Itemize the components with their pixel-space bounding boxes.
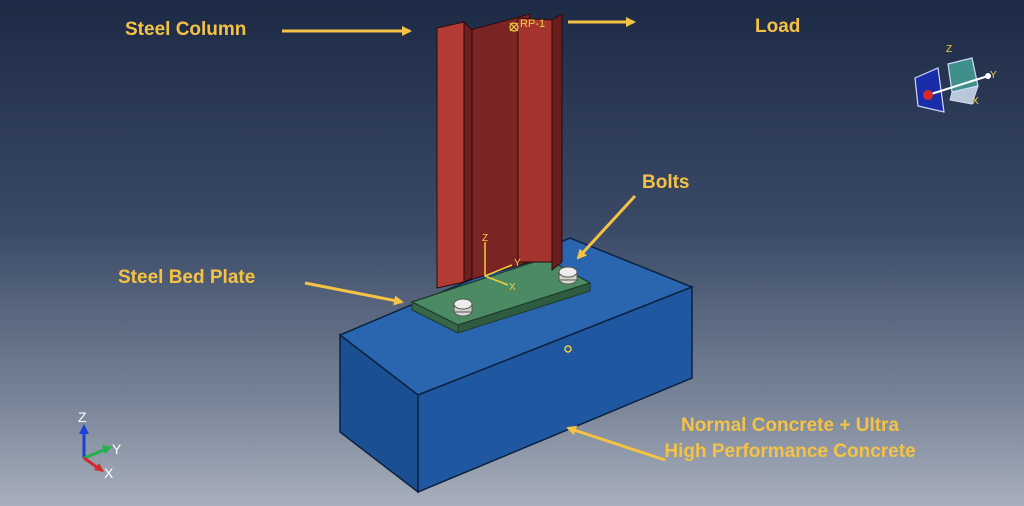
view-cube-z-label: Z: [946, 44, 952, 55]
view-cube-x-label: X: [972, 96, 979, 107]
concrete-centroid-marker: [564, 345, 572, 353]
plate-side-edge: [457, 282, 591, 334]
triad-y-label: Y: [112, 441, 122, 457]
column-front-flange-edge: [463, 20, 473, 283]
bolt-back[interactable]: [558, 266, 578, 285]
triad-x-label: X: [104, 465, 114, 481]
local-csys: Z Y X: [482, 233, 521, 293]
column-back-flange-edge: [551, 13, 563, 272]
concrete-side-face: [417, 285, 693, 494]
view-cube[interactable]: Z Y X: [914, 44, 997, 113]
bolts-callout: Bolts: [642, 172, 690, 193]
steel-bed-plate-callout: Steel Bed Plate: [118, 267, 256, 288]
column-back-flange: [517, 17, 553, 263]
csys-x-label: X: [509, 282, 516, 293]
steel-column-callout: Steel Column: [125, 19, 247, 40]
reference-point[interactable]: RP-1: [509, 18, 545, 32]
view-cube-y-label: Y: [990, 70, 997, 81]
global-triad: Z Y X: [78, 409, 122, 481]
concrete-callout: Normal Concrete + Ultra High Performance…: [664, 415, 916, 462]
csys-y-label: Y: [514, 258, 521, 269]
bed-plate-arrow: [304, 281, 404, 306]
load-callout: Load: [755, 16, 801, 37]
column-front-flange: [436, 21, 465, 289]
concrete-arrow: [566, 425, 666, 462]
concrete-block[interactable]: [338, 237, 695, 494]
csys-z-label: Z: [482, 233, 488, 244]
steel-column[interactable]: [436, 13, 563, 289]
reference-point-label: RP-1: [520, 18, 545, 30]
bolt-front[interactable]: [453, 298, 473, 317]
triad-z-label: Z: [78, 409, 87, 425]
bolts-arrow: [576, 194, 637, 260]
